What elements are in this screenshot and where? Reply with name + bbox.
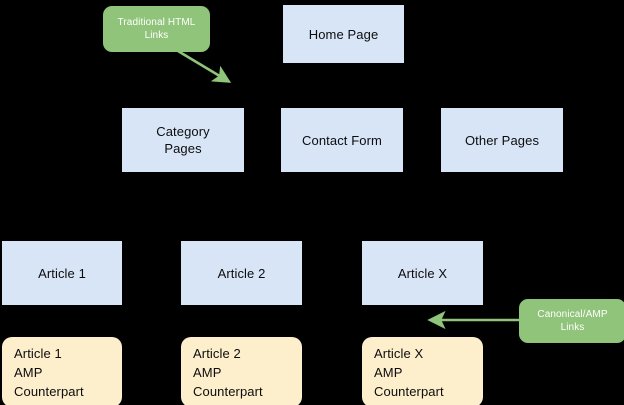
node-article-2[interactable]: Article 2	[181, 241, 302, 305]
node-home-page[interactable]: Home Page	[283, 5, 404, 63]
node-article-x[interactable]: Article X	[362, 241, 483, 305]
node-category-pages[interactable]: Category Pages	[122, 108, 244, 172]
node-other-pages[interactable]: Other Pages	[441, 108, 563, 172]
callout-traditional-html-links[interactable]: Traditional HTML Links	[103, 6, 210, 52]
node-article-1-amp-counterpart[interactable]: Article 1 AMP Counterpart	[2, 337, 122, 405]
traditional-html-links-arrow	[177, 49, 232, 83]
node-contact-form[interactable]: Contact Form	[281, 108, 403, 172]
node-article-x-amp-counterpart[interactable]: Article X AMP Counterpart	[362, 337, 483, 405]
node-article-1[interactable]: Article 1	[2, 241, 122, 305]
node-article-2-amp-counterpart[interactable]: Article 2 AMP Counterpart	[181, 337, 302, 405]
callout-canonical-amp-links[interactable]: Canonical/AMP Links	[519, 299, 624, 343]
